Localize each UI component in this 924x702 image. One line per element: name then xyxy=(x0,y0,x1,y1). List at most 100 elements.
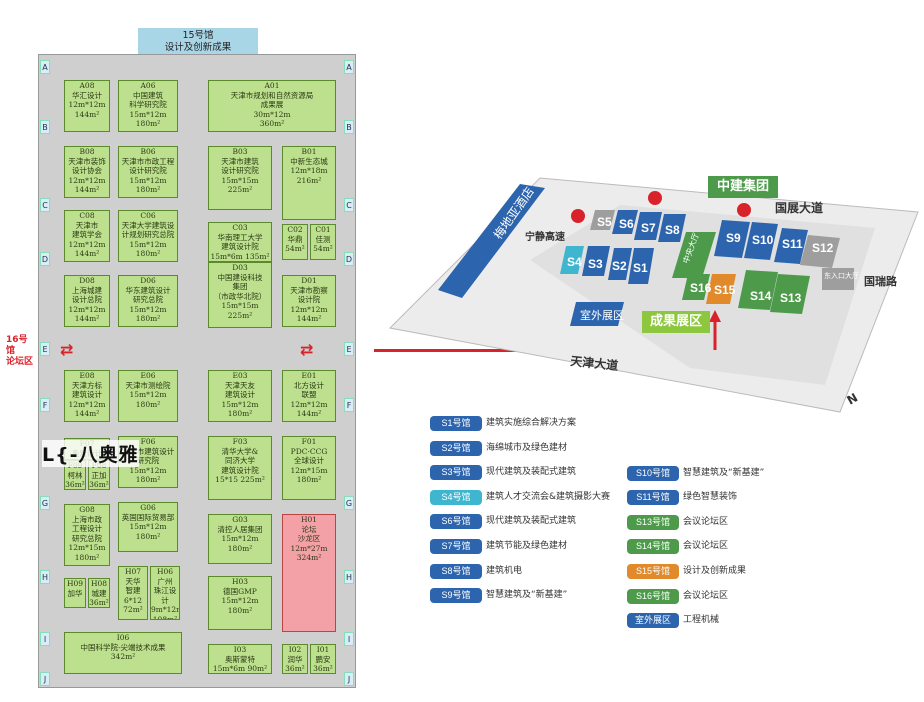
booth-size: 12m*15m 180m² xyxy=(68,543,106,562)
booth-name: 润华 xyxy=(287,654,303,664)
booth-name: 佳测 xyxy=(315,234,331,244)
booth-size: 15m*12m 180m² xyxy=(221,399,259,419)
legend-badge: S15号馆 xyxy=(627,564,679,579)
row-label-f: F xyxy=(344,398,354,412)
booth-code: E01 xyxy=(301,371,317,380)
outdoor-area xyxy=(570,302,624,326)
booth-size: 36m² xyxy=(89,480,109,489)
booth-name: 华南理工大学 建筑设计院 xyxy=(217,232,263,252)
booth-size: 12m*27m 324m² xyxy=(290,543,328,563)
booth-name: 天津市 建筑学会 xyxy=(72,220,102,240)
hall-s3-label: S3 xyxy=(588,257,603,271)
outdoor-label: 室外展区 xyxy=(580,308,624,322)
hall-s5 xyxy=(590,210,615,230)
booth-size: 54m² xyxy=(313,244,333,253)
booth-name: 广州 珠江设计 xyxy=(153,576,177,605)
booth-code: B03 xyxy=(232,147,248,156)
route-arrowhead xyxy=(709,310,721,322)
row-label-i: I xyxy=(344,632,354,646)
booth-code: A01 xyxy=(264,81,280,90)
hall-s12-label: S12 xyxy=(812,241,834,255)
central-hall xyxy=(672,232,716,278)
booth-size: 9m*12m 108m² xyxy=(151,605,179,620)
booth-code: G06 xyxy=(140,503,156,512)
booth-size: 342m² xyxy=(110,652,136,661)
booth-code: I01 xyxy=(316,645,330,654)
legend-badge: S8号馆 xyxy=(430,563,482,579)
booth-size: 15m*12m 180m² xyxy=(129,390,167,409)
metro-icon-1 xyxy=(571,209,585,223)
hall-s6 xyxy=(612,210,638,234)
legend-badge: S1号馆 xyxy=(430,416,482,431)
booth-size: 15m*6m 90m² xyxy=(212,664,268,673)
booth-size: 12m*12m 144m² xyxy=(68,399,106,419)
zhongjian-callout: 中建集团 xyxy=(708,176,778,198)
booth-size: 6*12 72m² xyxy=(123,595,143,615)
row-label-f: F xyxy=(40,398,50,412)
booth-name: 中新生态城 xyxy=(290,156,328,166)
hall-s13-label: S13 xyxy=(780,291,802,305)
booth-code: G03 xyxy=(232,515,248,524)
booth-name: 清华大学& 同济大学 建筑设计院 xyxy=(221,446,259,475)
legend-text: 现代建筑及装配式建筑 xyxy=(486,467,577,478)
booth-size: 12m*12m 144m² xyxy=(68,304,106,324)
booth-code: H03 xyxy=(231,577,249,586)
booth-name: 天津市规划和自然资源局 成果展 xyxy=(230,90,314,110)
booth-code: F06 xyxy=(140,437,156,446)
booth-name: 正加 xyxy=(91,470,107,480)
legend-text: 智慧建筑及“新基建” xyxy=(486,590,568,601)
booth-code: I06 xyxy=(116,633,130,642)
booth-size: 15m*12m 180m² xyxy=(221,534,259,553)
booth-name: 中国建设科技 集团 （市政华北院） xyxy=(213,272,267,301)
booth-code: F03 xyxy=(232,437,248,446)
booth-name: 天津方标 建筑设计 xyxy=(72,380,102,400)
road-bottom-label: 天津大道 xyxy=(570,353,619,373)
hall-s3 xyxy=(582,246,610,276)
row-label-c: C xyxy=(40,198,50,212)
row-label-g: G xyxy=(40,496,50,510)
booth-code: D03 xyxy=(232,263,248,272)
row-label-d: D xyxy=(40,252,50,266)
booth-name: 天华 智建 xyxy=(125,576,141,596)
legend-badge: S4号馆 xyxy=(430,489,482,505)
booth-name: 城建 xyxy=(91,588,107,598)
booth-name: 加华 xyxy=(67,588,83,598)
hotel-building xyxy=(438,184,545,298)
booth-size: 15m*12m 180m² xyxy=(129,239,167,259)
booth-code: B08 xyxy=(79,147,95,156)
hall-s7-label: S7 xyxy=(641,221,656,235)
legend-text: 设计及创新成果 xyxy=(683,566,747,576)
booth-name: 柯林 xyxy=(67,470,83,480)
hall-s2-label: S2 xyxy=(612,259,627,273)
booth-code: B01 xyxy=(301,147,317,156)
legend-text: 建筑实施综合解决方案 xyxy=(486,418,577,428)
hall-s1 xyxy=(628,248,654,284)
hall-s10-label: S10 xyxy=(752,233,774,247)
booth-size: 15*15 225m² xyxy=(215,475,265,484)
hall-s15-label: S15 xyxy=(714,283,736,297)
row-label-d: D xyxy=(344,252,354,266)
legend-badge: S9号馆 xyxy=(430,588,482,604)
booth-code: B06 xyxy=(140,147,156,156)
hall-s4 xyxy=(560,246,584,274)
row-label-e: E xyxy=(344,342,354,356)
booth-name: 天津天友 建筑设计 xyxy=(225,380,255,400)
hall-s1-label: S1 xyxy=(633,261,648,275)
right-arrow-icon: ⇄ xyxy=(300,340,314,359)
booth-size: 15m*12m 180m² xyxy=(129,175,167,195)
legend-badge: S3号馆 xyxy=(430,465,482,481)
booth-size: 12m*12m 144m² xyxy=(68,239,106,259)
